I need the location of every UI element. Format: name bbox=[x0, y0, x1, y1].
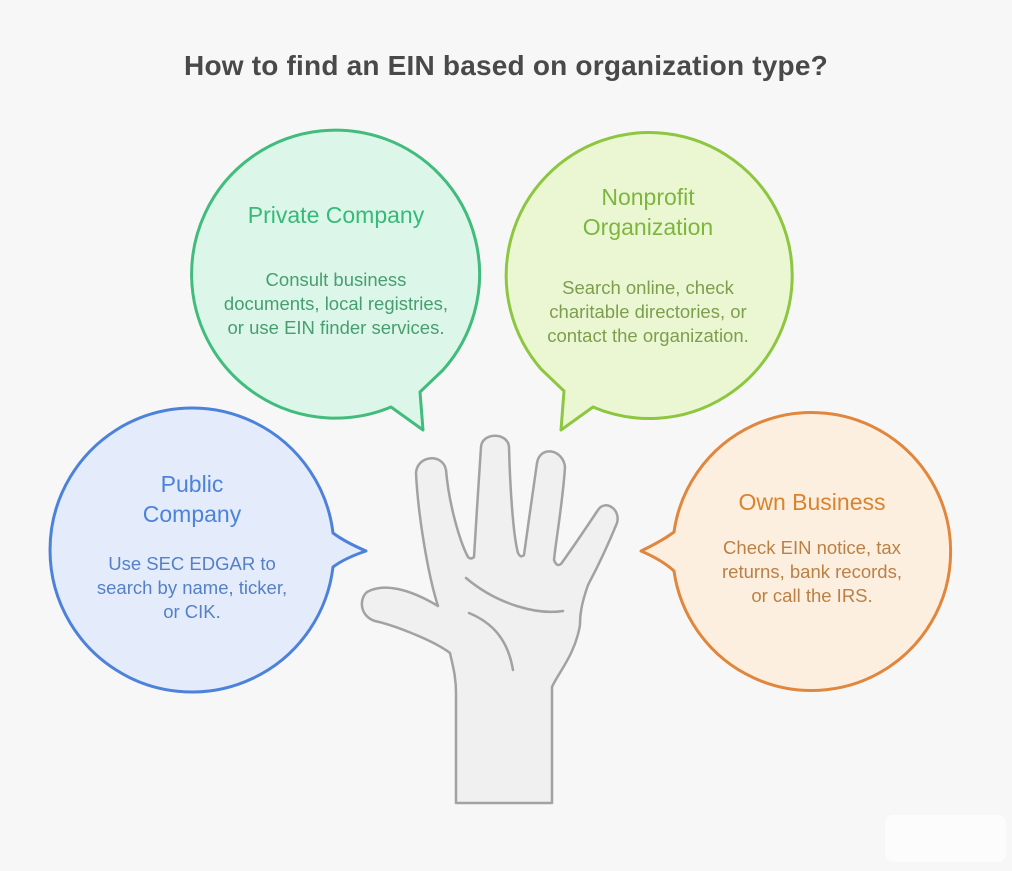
nonprofit-organization-title: Nonprofit Organization bbox=[582, 184, 714, 240]
public-company-title: Public Company bbox=[142, 471, 242, 527]
hand-icon bbox=[360, 434, 619, 805]
public-company-body: Use SEC EDGAR to search by name, ticker,… bbox=[96, 553, 288, 622]
public-company-bubble-shape bbox=[48, 406, 368, 694]
private-company-title: Private Company bbox=[247, 202, 425, 228]
hand-outline bbox=[360, 434, 619, 805]
watermark bbox=[885, 815, 1006, 862]
own-business-body: Check EIN notice, tax returns, bank reco… bbox=[722, 537, 902, 606]
private-company-body: Consult business documents, local regist… bbox=[223, 269, 449, 338]
page-title: How to find an EIN based on organization… bbox=[184, 50, 828, 81]
palm-line-upper bbox=[464, 576, 565, 614]
own-business-title: Own Business bbox=[738, 489, 886, 515]
nonprofit-organization-body: Search online, check charitable director… bbox=[547, 277, 749, 346]
palm-line-lower bbox=[467, 611, 515, 672]
private-company-bubble-shape bbox=[190, 128, 482, 432]
own-business-bubble-shape bbox=[639, 411, 953, 692]
nonprofit-organization-bubble-shape bbox=[504, 131, 794, 432]
